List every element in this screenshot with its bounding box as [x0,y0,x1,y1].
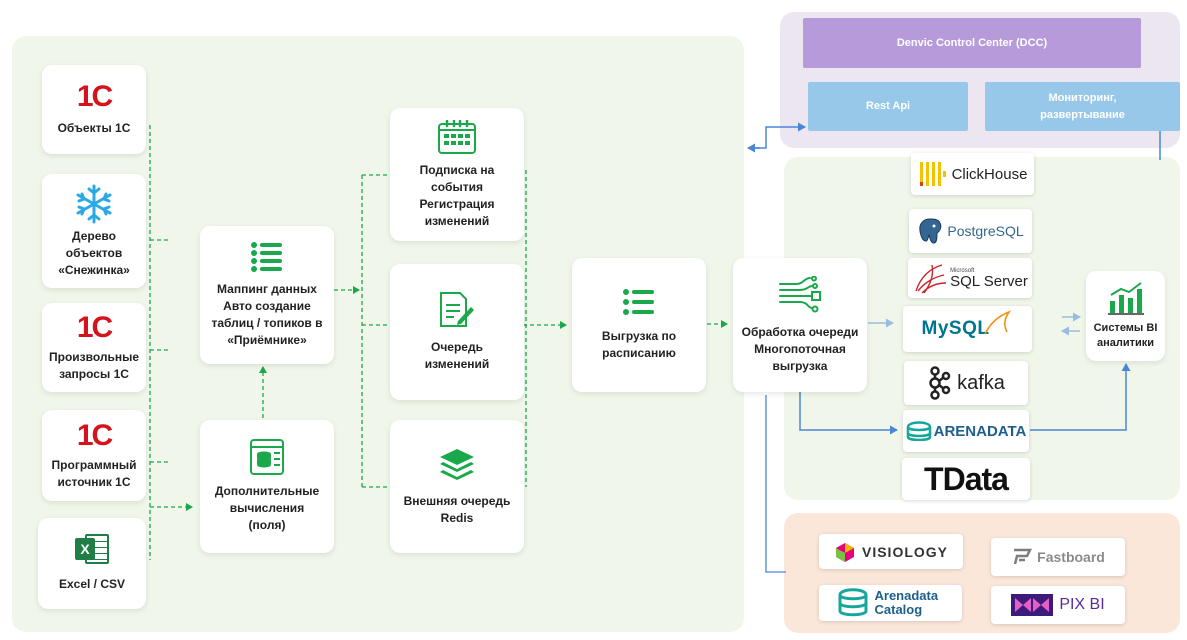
tdata-logo[interactable]: TData [902,458,1030,500]
document-edit-icon [440,292,474,327]
database-sheet-icon [250,439,284,475]
processing-card[interactable]: Обработка очереди Многопоточная выгрузка [733,258,867,392]
pixbi-logo[interactable]: PIX BI [991,586,1125,624]
sqlserver-logo[interactable]: Microsoft SQL Server [908,258,1032,298]
bi-systems-label: Системы BI аналитики [1093,322,1158,349]
mysql-text: MySQL [921,318,990,339]
elephant-icon [919,218,942,244]
arenadata-icon [906,421,931,441]
visiology-text: VISIOLOGY [861,543,948,560]
schedule-label: Выгрузка по расписанию [601,329,677,360]
source-label: Объекты 1С [57,121,131,135]
arenadata-text: ARENADATA [933,422,1027,440]
calendar-icon [438,119,476,154]
postgresql-text: PostgreSQL [947,223,1024,239]
source-card-1c-objects[interactable]: 1C Объекты 1С [42,65,146,154]
list-icon [623,289,654,315]
layers-icon [440,448,474,480]
excel-icon: X [75,534,109,564]
bar-chart-icon [1107,282,1144,315]
mapping-card[interactable]: Маппинг данных Авто создание таблиц / то… [200,226,334,364]
fastboard-logo[interactable]: Fastboard [991,538,1125,576]
arenadata-catalog-logo[interactable]: Arenadata Catalog [819,585,962,621]
kafka-icon [929,366,951,400]
visiology-logo[interactable]: VISIOLOGY [819,534,963,569]
subscription-card[interactable]: Подписка на события Регистрация изменени… [390,108,524,241]
arenadata-logo[interactable]: ARENADATA [903,410,1029,452]
sqlserver-text: SQL Server [950,272,1028,290]
subscription-label: Подписка на события Регистрация изменени… [419,162,495,228]
1c-logo-icon: 1C [76,418,113,452]
arenadata-catalog-icon [837,588,868,617]
monitoring-box[interactable]: Мониторинг, развертывание [985,82,1180,131]
source-label: Программный источник 1С [51,457,137,489]
processing-label: Обработка очереди Многопоточная выгрузка [741,324,859,373]
clickhouse-logo[interactable]: ClickHouse [911,153,1034,195]
fastboard-icon [1013,548,1033,565]
tdata-text: TData [924,460,1009,497]
arenadata-catalog-text: Arenadata Catalog [874,588,939,617]
source-label: Excel / CSV [58,577,126,591]
redis-card[interactable]: Внешняя очередь Redis [390,420,524,553]
bi-systems-card[interactable]: Системы BI аналитики [1086,271,1165,361]
source-label: Произвольные запросы 1С [49,349,140,381]
dolphin-icon [984,310,1012,335]
mapping-label: Маппинг данных Авто создание таблиц / то… [211,282,323,347]
source-card-program-source[interactable]: 1C Программный источник 1С [42,410,146,501]
extra-calc-card[interactable]: Дополнительные вычисления (поля) [200,420,334,553]
kafka-text: kafka [957,371,1005,394]
rest-api-box[interactable]: Rest Api [808,82,968,131]
kafka-logo[interactable]: kafka [904,361,1028,405]
fastboard-text: Fastboard [1037,549,1105,565]
clickhouse-text: ClickHouse [951,165,1028,183]
source-card-snowflake-tree[interactable]: Дерево объектов «Снежинка» [42,174,146,288]
sqlserver-small-text: Microsoft [950,267,975,274]
redis-label: Внешняя очередь Redis [403,493,511,525]
change-queue-card[interactable]: Очередь изменений [390,264,524,400]
source-label: Дерево объектов «Снежинка» [58,228,130,277]
1c-logo-icon: 1C [76,310,113,344]
source-card-excel-csv[interactable]: X Excel / CSV [38,518,146,609]
pixbi-text: PIX BI [1059,596,1105,613]
mysql-logo[interactable]: MySQL [903,306,1032,352]
clickhouse-icon [919,162,946,186]
postgresql-logo[interactable]: PostgreSQL [909,209,1032,253]
extra-calc-label: Дополнительные вычисления (поля) [214,484,320,532]
source-card-custom-queries[interactable]: 1C Произвольные запросы 1С [42,303,146,392]
change-queue-label: Очередь изменений [424,340,490,371]
schedule-card[interactable]: Выгрузка по расписанию [572,258,706,392]
pixbi-icon [1011,594,1054,616]
snowflake-icon [76,184,112,223]
1c-logo-icon: 1C [76,80,113,113]
dcc-title[interactable]: Denvic Control Center (DCC) [803,18,1141,68]
sqlserver-icon [915,264,947,294]
visiology-icon [835,542,854,562]
list-icon [251,242,282,272]
data-flow-icon [779,275,821,312]
